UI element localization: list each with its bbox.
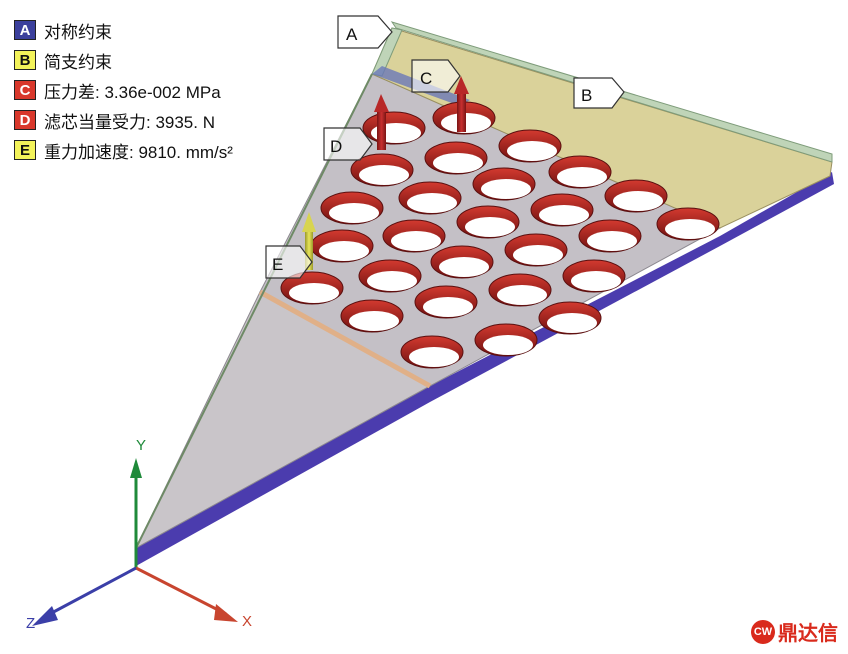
svg-text:B: B — [581, 86, 592, 105]
callout-c[interactable]: C — [411, 59, 461, 93]
z-axis-arrowhead — [32, 606, 58, 626]
hole — [398, 181, 462, 215]
hole — [430, 245, 494, 279]
legend-label-c: 压力差: 3.36e-002 MPa — [44, 82, 221, 102]
legend-key-e: E — [14, 140, 36, 160]
hole — [504, 233, 568, 267]
hole — [340, 299, 404, 333]
legend-item-d[interactable]: D 滤芯当量受力: 3935. N — [14, 108, 233, 132]
hole — [382, 219, 446, 253]
x-axis-label: X — [242, 613, 252, 630]
svg-text:C: C — [420, 69, 432, 88]
hole — [424, 141, 488, 175]
hole — [474, 323, 538, 357]
legend-item-b[interactable]: B 简支约束 — [14, 48, 233, 72]
hole-pattern — [280, 101, 720, 369]
callout-d[interactable]: D — [323, 127, 373, 161]
hole — [604, 179, 668, 213]
legend-item-e[interactable]: E 重力加速度: 9810. mm/s² — [14, 138, 233, 162]
legend-key-d: D — [14, 110, 36, 130]
watermark-logo-icon: CW — [751, 619, 775, 644]
hole — [280, 271, 344, 305]
y-axis-label: Y — [136, 437, 146, 454]
legend-label-e: 重力加速度: 9810. mm/s² — [44, 142, 233, 162]
hole — [498, 129, 562, 163]
svg-text:A: A — [346, 25, 358, 44]
hole — [350, 153, 414, 187]
hole — [456, 205, 520, 239]
legend-item-a[interactable]: A 对称约束 — [14, 18, 233, 42]
hole — [362, 111, 426, 145]
pressure-arrow-c — [374, 76, 469, 150]
hole — [488, 273, 552, 307]
y-axis-arrowhead — [130, 458, 142, 478]
svg-text:E: E — [272, 255, 283, 274]
legend-key-a: A — [14, 20, 36, 40]
hole — [562, 259, 626, 293]
plate-seam — [258, 289, 432, 389]
hole — [530, 193, 594, 227]
legend-label-d: 滤芯当量受力: 3935. N — [44, 112, 215, 132]
callout-b[interactable]: B — [573, 77, 625, 109]
watermark: CW 鼎达信 — [751, 617, 838, 646]
x-axis — [135, 566, 227, 616]
callout-e[interactable]: E — [265, 245, 313, 279]
hole — [414, 285, 478, 319]
hole — [548, 155, 612, 189]
boundary-condition-legend: A 对称约束 B 简支约束 C 压力差: 3.36e-002 MPa D 滤芯当… — [14, 18, 233, 168]
legend-key-c: C — [14, 80, 36, 100]
z-axis — [45, 566, 137, 618]
hole — [320, 191, 384, 225]
z-axis-label: Z — [26, 615, 35, 632]
legend-item-c[interactable]: C 压力差: 3.36e-002 MPa — [14, 78, 233, 102]
watermark-text: 鼎达信 — [778, 623, 838, 645]
x-axis-arrowhead — [214, 604, 238, 622]
coordinate-triad[interactable]: Y X Z — [26, 437, 252, 632]
hole — [358, 259, 422, 293]
hole — [656, 207, 720, 241]
hole — [310, 229, 374, 263]
hole — [538, 301, 602, 335]
svg-text:D: D — [330, 137, 342, 156]
hole — [578, 219, 642, 253]
hole — [472, 167, 536, 201]
legend-label-a: 对称约束 — [44, 22, 112, 42]
legend-key-b: B — [14, 50, 36, 70]
callout-a[interactable]: A — [337, 15, 393, 49]
gravity-arrow-e — [302, 212, 316, 270]
hole — [400, 335, 464, 369]
legend-label-b: 简支约束 — [44, 52, 112, 72]
